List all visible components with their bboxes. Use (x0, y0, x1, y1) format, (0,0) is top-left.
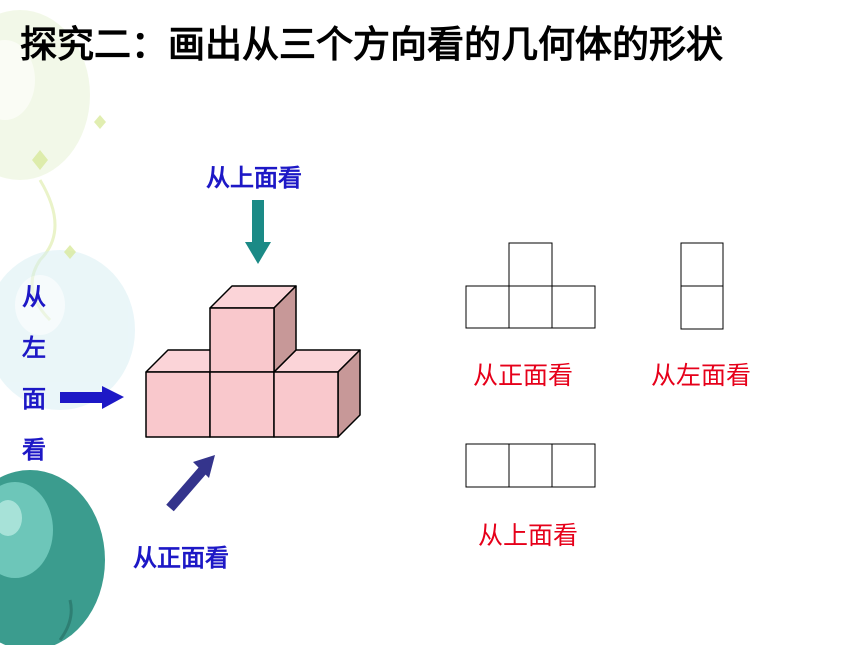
left-label-char: 面 (22, 385, 46, 413)
label-view-from-front: 从正面看 (133, 544, 229, 572)
view-grid-front (465, 242, 596, 329)
arrow-from-left (60, 386, 124, 409)
balloon-decoration-bottom (0, 470, 105, 645)
view-grid-top (465, 443, 596, 488)
left-label-char: 左 (22, 334, 46, 362)
left-label-char: 看 (22, 436, 46, 464)
sparkle-decorations (32, 115, 106, 259)
cube-bottom-left-front (145, 371, 211, 438)
arrow-from-front (166, 455, 215, 512)
caption-left-view: 从左面看 (651, 361, 752, 390)
left-label-char: 从 (22, 283, 46, 311)
label-view-from-top: 从上面看 (206, 164, 302, 192)
cube-bottom-right-front (273, 371, 339, 438)
cube-upper-front-face (209, 307, 275, 373)
caption-top-view: 从上面看 (478, 521, 579, 550)
arrow-from-top (245, 200, 271, 264)
cube-bottom-middle-front (209, 371, 275, 438)
slide-title: 探究二：画出从三个方向看的几何体的形状 (20, 23, 723, 66)
view-grid-left (680, 242, 724, 330)
cube-stack (145, 285, 361, 438)
label-view-from-left: 从 左 面 看 (22, 272, 52, 476)
caption-front-view: 从正面看 (473, 361, 574, 390)
balloon-decoration-middle (0, 250, 135, 410)
balloon-decoration-top (0, 10, 90, 322)
